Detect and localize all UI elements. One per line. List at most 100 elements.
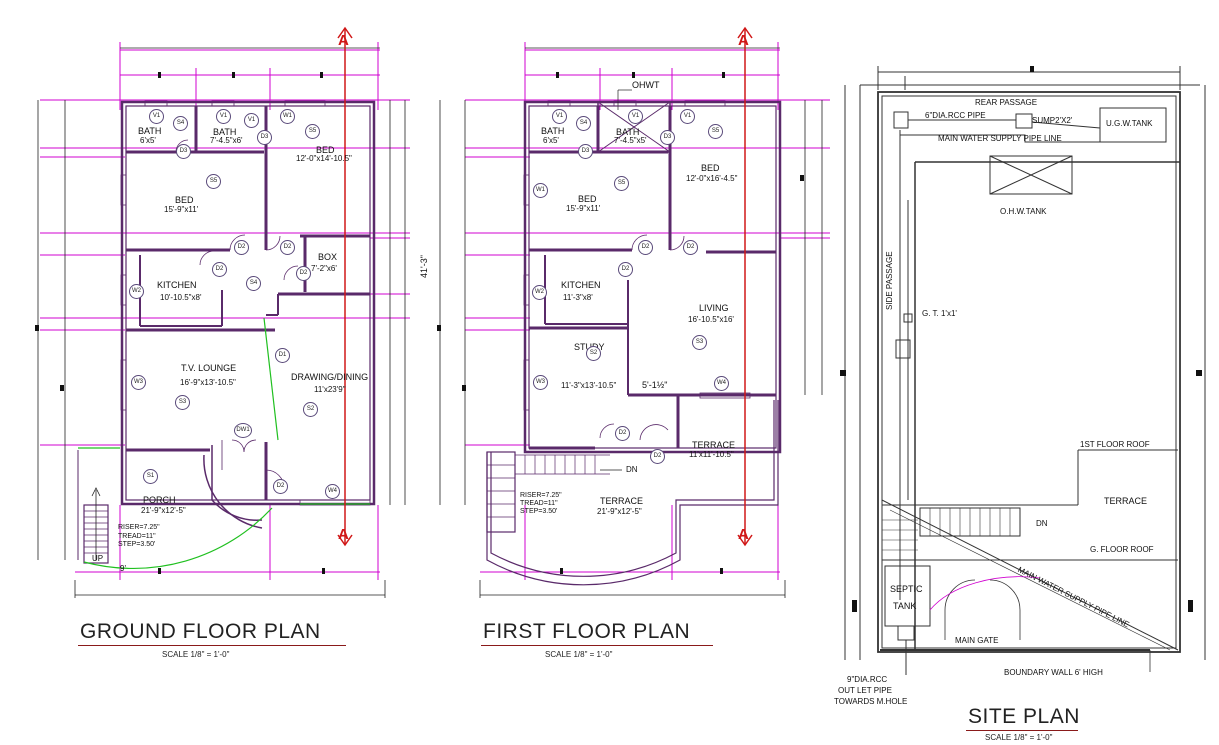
- ff-tag-d2: D2: [638, 240, 653, 255]
- site-side-passage: SIDE PASSAGE: [885, 251, 894, 310]
- site-boundary: BOUNDARY WALL 6' HIGH: [1004, 668, 1103, 677]
- ff-kitchen-name: KITCHEN: [561, 280, 601, 290]
- gf-bed2-size: 15'-9"x11': [164, 205, 199, 214]
- ff-living-size: 16'-10.5"x16': [688, 315, 734, 324]
- ff-terrace2-name: TERRACE: [600, 496, 644, 506]
- gf-stair-step: STEP=3.50': [118, 541, 156, 548]
- site-outlet-1: 9"DIA.RCC: [847, 675, 888, 684]
- site-ohw-tank: O.H.W.TANK: [1000, 207, 1047, 216]
- first-floor-title: FIRST FLOOR PLAN: [483, 620, 691, 643]
- site-plan-title: SITE PLAN: [968, 705, 1080, 728]
- ff-half-dim: 5'-1½": [642, 380, 668, 390]
- first-cut-label-top: A: [738, 32, 749, 49]
- gf-bed2-name: BED: [175, 195, 194, 205]
- ff-stair-riser: RISER=7.25": [520, 492, 562, 499]
- ff-tag-d2: D2: [615, 426, 630, 441]
- gf-tag-s4: S4: [246, 276, 261, 291]
- ground-cut-label-top: A: [338, 32, 349, 49]
- ff-tag-w2: W2: [532, 285, 547, 300]
- ff-tag-d2: D2: [683, 240, 698, 255]
- gf-tag-w1: W1: [280, 109, 295, 124]
- site-rear-passage: REAR PASSAGE: [975, 98, 1038, 107]
- gf-tag-s4: S4: [173, 116, 188, 131]
- gf-tag-d2: D2: [280, 240, 295, 255]
- ff-terrace1-name: TERRACE: [692, 440, 736, 450]
- gf-tag-s5: S5: [305, 124, 320, 139]
- gf-bed1-name: BED: [316, 145, 335, 155]
- ff-tag-d3: D3: [660, 130, 675, 145]
- gf-tag-s1: S1: [143, 469, 158, 484]
- ff-study-size: 11'-3"x13'-10.5": [561, 381, 617, 390]
- gf-tag-s3: S3: [175, 395, 190, 410]
- first-title-underline: [481, 645, 713, 646]
- ff-kitchen-size: 11'-3"x8': [563, 293, 593, 302]
- ff-tag-d2: D2: [618, 262, 633, 277]
- ff-terrace1-size: 11'x11'-10.5": [689, 450, 734, 459]
- site-tank: TANK: [893, 601, 917, 611]
- gf-tag-w3: W3: [131, 375, 146, 390]
- ff-living-name: LIVING: [699, 303, 729, 313]
- gf-bath1-name: BATH: [138, 126, 162, 136]
- gf-tag-w4: W4: [325, 484, 340, 499]
- gf-tag-d2: D2: [212, 262, 227, 277]
- site-gt: G. T. 1'x1': [922, 309, 957, 318]
- gf-porch-name: PORCH: [143, 495, 176, 505]
- gf-lounge-size: 16'-9"x13'-10.5": [180, 378, 236, 387]
- gf-tag-v1: V1: [149, 109, 164, 124]
- ff-bath2-name: BATH: [616, 127, 640, 137]
- gf-height-dim: 41'-3": [419, 255, 429, 278]
- first-scale: SCALE 1/8" = 1'-0": [545, 650, 613, 659]
- ff-stair-step: STEP=3.50': [520, 508, 558, 515]
- gf-bed1-size: 12'-0"x14'-10.5": [296, 154, 352, 163]
- gf-tag-d2: D2: [273, 479, 288, 494]
- site-rcc-pipe: 6"DIA.RCC PIPE: [925, 111, 986, 120]
- ground-title-underline: [78, 645, 346, 646]
- gf-kitchen-size: 10'-10.5"x8': [160, 293, 202, 302]
- site-outlet-2: OUT LET PIPE: [838, 686, 892, 695]
- site-title-underline: [966, 730, 1078, 731]
- gf-tag-v1: V1: [244, 113, 259, 128]
- ff-tag-d2: D2: [650, 449, 665, 464]
- ff-tag-s3: S3: [692, 335, 707, 350]
- first-floor-plan: [439, 26, 830, 598]
- site-sump: SUMP2'X2': [1032, 116, 1073, 125]
- gf-tag-d2: D2: [296, 266, 311, 281]
- gf-stair-riser: RISER=7.25": [118, 524, 160, 531]
- ff-tag-w3: W3: [533, 375, 548, 390]
- site-ugw-tank: U.G.W.TANK: [1106, 119, 1153, 128]
- ff-tag-w1: W1: [533, 183, 548, 198]
- ff-tag-s2: S2: [586, 346, 601, 361]
- gf-tag-w2: W2: [129, 284, 144, 299]
- ground-floor-title: GROUND FLOOR PLAN: [80, 620, 321, 643]
- site-outlet-3: TOWARDS M.HOLE: [834, 697, 908, 706]
- gf-tag-s2: S2: [303, 402, 318, 417]
- dimension-ticks: [35, 66, 1202, 612]
- ff-bed1-name: BED: [701, 163, 720, 173]
- gf-tag-d1: D1: [275, 348, 290, 363]
- gf-stair-tread: TREAD=11": [118, 533, 156, 540]
- ff-bath1-name: BATH: [541, 126, 565, 136]
- ff-bed2-name: BED: [578, 194, 597, 204]
- ff-terrace2-size: 21'-9"x12'-5": [597, 507, 642, 516]
- gf-lounge-name: T.V. LOUNGE: [181, 363, 237, 373]
- gf-porch-dim: 9': [120, 564, 126, 573]
- gf-bath1-size: 6'x5': [140, 136, 156, 145]
- site-main-gate: MAIN GATE: [955, 636, 999, 645]
- site-scale: SCALE 1/8" = 1'-0": [985, 733, 1053, 742]
- ff-tag-s4: S4: [576, 116, 591, 131]
- gf-tag-s5: S5: [206, 174, 221, 189]
- ff-bath1-size: 6'x5': [543, 136, 559, 145]
- ff-ohwt-label: OHWT: [632, 80, 660, 90]
- ground-cut-label-bottom: A: [338, 526, 349, 543]
- site-plan: [844, 66, 1206, 675]
- gf-stair-up: UP: [92, 554, 104, 563]
- gf-tag-d3: D3: [176, 144, 191, 159]
- gf-tag-d2: D2: [234, 240, 249, 255]
- ff-tag-v1: V1: [628, 109, 643, 124]
- site-main-supply: MAIN WATER SUPPLY PIPE LINE: [938, 134, 1062, 143]
- gf-bath2-name: BATH: [213, 127, 237, 137]
- ff-tag-w4: W4: [714, 376, 729, 391]
- gf-drawing-size: 11'x23'9": [314, 385, 346, 394]
- ff-tag-s5: S5: [708, 124, 723, 139]
